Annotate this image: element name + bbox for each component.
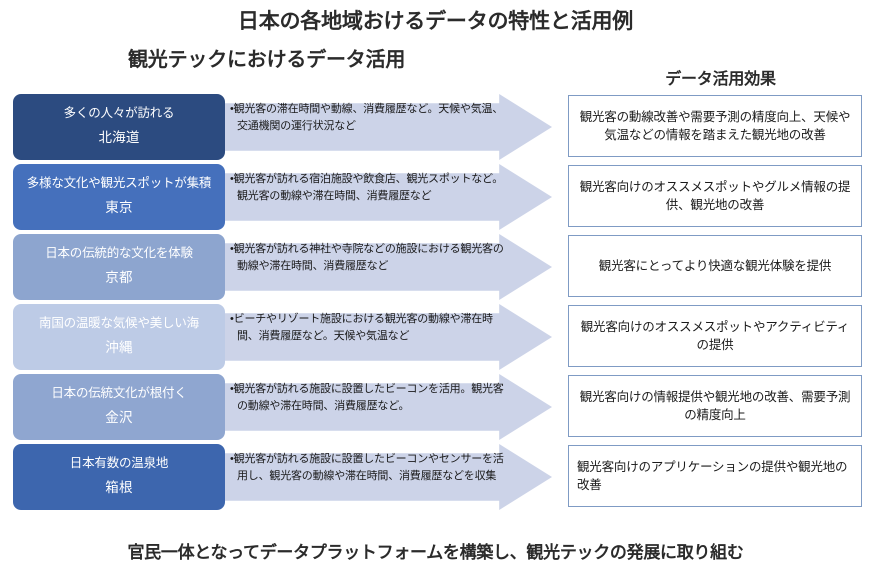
effect-box[interactable]: 観光客向けの情報提供や観光地の改善、需要予測の精度向上: [568, 375, 862, 437]
region-description: 日本の伝統文化が根付く: [51, 386, 187, 401]
region-pill[interactable]: 日本の伝統文化が根付く金沢: [13, 374, 225, 440]
arrow-right-icon: [222, 304, 552, 370]
region-pill[interactable]: 日本有数の温泉地箱根: [13, 444, 225, 510]
data-arrow: •観光客が訪れる施設に設置したビーコンやセンサーを活用し、観光客の動線や滞在時間…: [222, 444, 552, 510]
data-description-text: ビーチやリゾート施設における観光客の動線や滞在時間、消費履歴など。天候や気温など: [233, 313, 493, 342]
region-row: 日本有数の温泉地箱根•観光客が訪れる施設に設置したビーコンやセンサーを活用し、観…: [0, 442, 871, 512]
region-rows: 多くの人々が訪れる北海道•観光客の滞在時間や動線、消費履歴など。天候や気温、交通…: [0, 92, 871, 512]
region-row: 多くの人々が訪れる北海道•観光客の滞在時間や動線、消費履歴など。天候や気温、交通…: [0, 92, 871, 162]
region-row: 日本の伝統的な文化を体験京都•観光客が訪れる神社や寺院などの施設における観光客の…: [0, 232, 871, 302]
column-title-data-effect: データ活用効果: [665, 71, 776, 88]
data-description-text: 観光客が訪れる神社や寺院などの施設における観光客の動線や滞在時間、消費履歴など: [233, 243, 504, 272]
effect-text: 観光客の動線改善や需要予測の精度向上、天候や気温などの情報を踏まえた観光地の改善: [579, 109, 851, 142]
bullet-icon: •: [230, 313, 234, 325]
arrow-right-icon: [222, 444, 552, 510]
data-description-text: 観光客が訪れる宿泊施設や飲食店、観光スポットなど。観光客の動線や滞在時間、消費履…: [233, 173, 504, 202]
effect-box[interactable]: 観光客向けのアプリケーションの提供や観光地の改善: [568, 445, 862, 507]
region-pill[interactable]: 多くの人々が訪れる北海道: [13, 94, 225, 160]
region-name: 沖縄: [105, 340, 133, 356]
region-pill[interactable]: 多様な文化や観光スポットが集積東京: [13, 164, 225, 230]
bullet-icon: •: [230, 383, 234, 395]
main-title: 日本の各地域おけるデータの特性と活用例: [237, 10, 634, 33]
region-description: 南国の温暖な気候や美しい海: [39, 316, 199, 331]
region-name: 金沢: [105, 410, 133, 426]
bullet-icon: •: [230, 103, 234, 115]
effect-box[interactable]: 観光客にとってより快適な観光体験を提供: [568, 235, 862, 297]
arrow-right-icon: [222, 94, 552, 160]
section-title-tourism-tech: 観光テックにおけるデータ活用: [128, 49, 406, 71]
data-description: •観光客が訪れる施設に設置したビーコンやセンサーを活用し、観光客の動線や滞在時間…: [230, 451, 505, 484]
effect-text: 観光客にとってより快適な観光体験を提供: [598, 258, 832, 273]
data-description-text: 観光客の滞在時間や動線、消費履歴など。天候や気温、交通機関の運行状況など: [233, 103, 504, 132]
region-row: 多様な文化や観光スポットが集積東京•観光客が訪れる宿泊施設や飲食店、観光スポット…: [0, 162, 871, 232]
effect-text: 観光客向けのアプリケーションの提供や観光地の改善: [577, 459, 848, 492]
region-row: 南国の温暖な気候や美しい海沖縄•ビーチやリゾート施設における観光客の動線や滞在時…: [0, 302, 871, 372]
data-arrow: •ビーチやリゾート施設における観光客の動線や滞在時間、消費履歴など。天候や気温な…: [222, 304, 552, 370]
region-description: 多くの人々が訪れる: [63, 106, 175, 121]
data-arrow: •観光客の滞在時間や動線、消費履歴など。天候や気温、交通機関の運行状況など: [222, 94, 552, 160]
data-description: •観光客が訪れる宿泊施設や飲食店、観光スポットなど。観光客の動線や滞在時間、消費…: [230, 171, 505, 204]
bullet-icon: •: [230, 243, 234, 255]
bullet-icon: •: [230, 173, 234, 185]
region-description: 日本の伝統的な文化を体験: [45, 246, 193, 261]
data-description: •観光客の滞在時間や動線、消費履歴など。天候や気温、交通機関の運行状況など: [230, 101, 505, 134]
effect-box[interactable]: 観光客の動線改善や需要予測の精度向上、天候や気温などの情報を踏まえた観光地の改善: [568, 95, 862, 157]
data-description-text: 観光客が訪れる施設に設置したビーコンやセンサーを活用し、観光客の動線や滞在時間、…: [233, 453, 504, 482]
effect-text: 観光客向けの情報提供や観光地の改善、需要予測の精度向上: [579, 389, 851, 422]
effect-box[interactable]: 観光客向けのオススメスポットやグルメ情報の提供、観光地の改善: [568, 165, 862, 227]
data-arrow: •観光客が訪れる施設に設置したビーコンを活用。観光客の動線や滞在時間、消費履歴な…: [222, 374, 552, 440]
data-description-text: 観光客が訪れる施設に設置したビーコンを活用。観光客の動線や滞在時間、消費履歴など…: [233, 383, 504, 412]
effect-box[interactable]: 観光客向けのオススメスポットやアクティビティの提供: [568, 305, 862, 367]
arrow-right-icon: [222, 234, 552, 300]
region-name: 東京: [105, 200, 133, 216]
data-arrow: •観光客が訪れる神社や寺院などの施設における観光客の動線や滞在時間、消費履歴など: [222, 234, 552, 300]
data-description: •観光客が訪れる施設に設置したビーコンを活用。観光客の動線や滞在時間、消費履歴な…: [230, 381, 505, 414]
arrow-right-icon: [222, 374, 552, 440]
footer-note: 官民一体となってデータプラットフォームを構築し、観光テックの発展に取り組む: [127, 543, 744, 562]
region-name: 箱根: [105, 480, 133, 496]
region-pill[interactable]: 日本の伝統的な文化を体験京都: [13, 234, 225, 300]
effect-text: 観光客向けのオススメスポットやグルメ情報の提供、観光地の改善: [579, 179, 851, 212]
data-description: •ビーチやリゾート施設における観光客の動線や滞在時間、消費履歴など。天候や気温な…: [230, 311, 505, 344]
region-name: 北海道: [98, 130, 140, 146]
effect-text: 観光客向けのオススメスポットやアクティビティの提供: [580, 319, 850, 352]
region-row: 日本の伝統文化が根付く金沢•観光客が訪れる施設に設置したビーコンを活用。観光客の…: [0, 372, 871, 442]
data-description: •観光客が訪れる神社や寺院などの施設における観光客の動線や滞在時間、消費履歴など: [230, 241, 505, 274]
data-arrow: •観光客が訪れる宿泊施設や飲食店、観光スポットなど。観光客の動線や滞在時間、消費…: [222, 164, 552, 230]
region-pill[interactable]: 南国の温暖な気候や美しい海沖縄: [13, 304, 225, 370]
bullet-icon: •: [230, 453, 234, 465]
region-description: 日本有数の温泉地: [69, 456, 169, 471]
region-name: 京都: [105, 270, 133, 286]
arrow-right-icon: [222, 164, 552, 230]
region-description: 多様な文化や観光スポットが集積: [26, 176, 212, 191]
